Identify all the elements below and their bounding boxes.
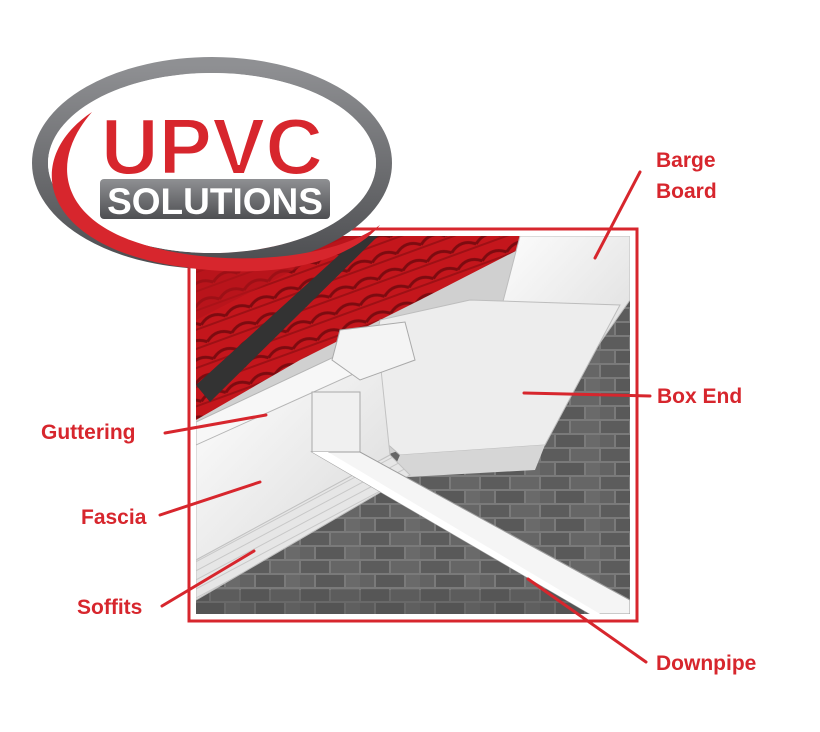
upvc-solutions-logo: UPVC SOLUTIONS <box>32 57 392 272</box>
leader-box-end <box>522 391 652 398</box>
label-box-end: Box End <box>657 385 743 408</box>
label-guttering: Guttering <box>41 421 136 444</box>
photo-frame <box>187 227 639 623</box>
label-barge-line1: Barge <box>656 149 716 172</box>
leader-soffits <box>160 549 256 608</box>
pipe-joint <box>311 391 361 453</box>
leader-fascia <box>158 480 262 517</box>
label-downpipe: Downpipe <box>656 652 757 675</box>
label-fascia: Fascia <box>81 506 147 529</box>
hopper-shape <box>331 321 416 381</box>
logo-line2: SOLUTIONS <box>107 181 323 222</box>
logo-grey-bar <box>100 179 330 219</box>
leader-downpipe <box>526 577 648 664</box>
label-barge-line2: Board <box>656 180 717 203</box>
leader-lines <box>158 170 652 664</box>
leader-barge-board <box>593 170 642 260</box>
roof-tiles <box>196 236 545 420</box>
logo-line1: UPVC <box>101 102 323 191</box>
roofline-photo <box>196 236 630 614</box>
label-barge-board: Barge Board <box>656 145 717 207</box>
leader-guttering <box>163 413 268 435</box>
soffit-shape <box>196 454 411 601</box>
roof-ridge <box>196 236 378 402</box>
label-soffits: Soffits <box>77 596 143 619</box>
